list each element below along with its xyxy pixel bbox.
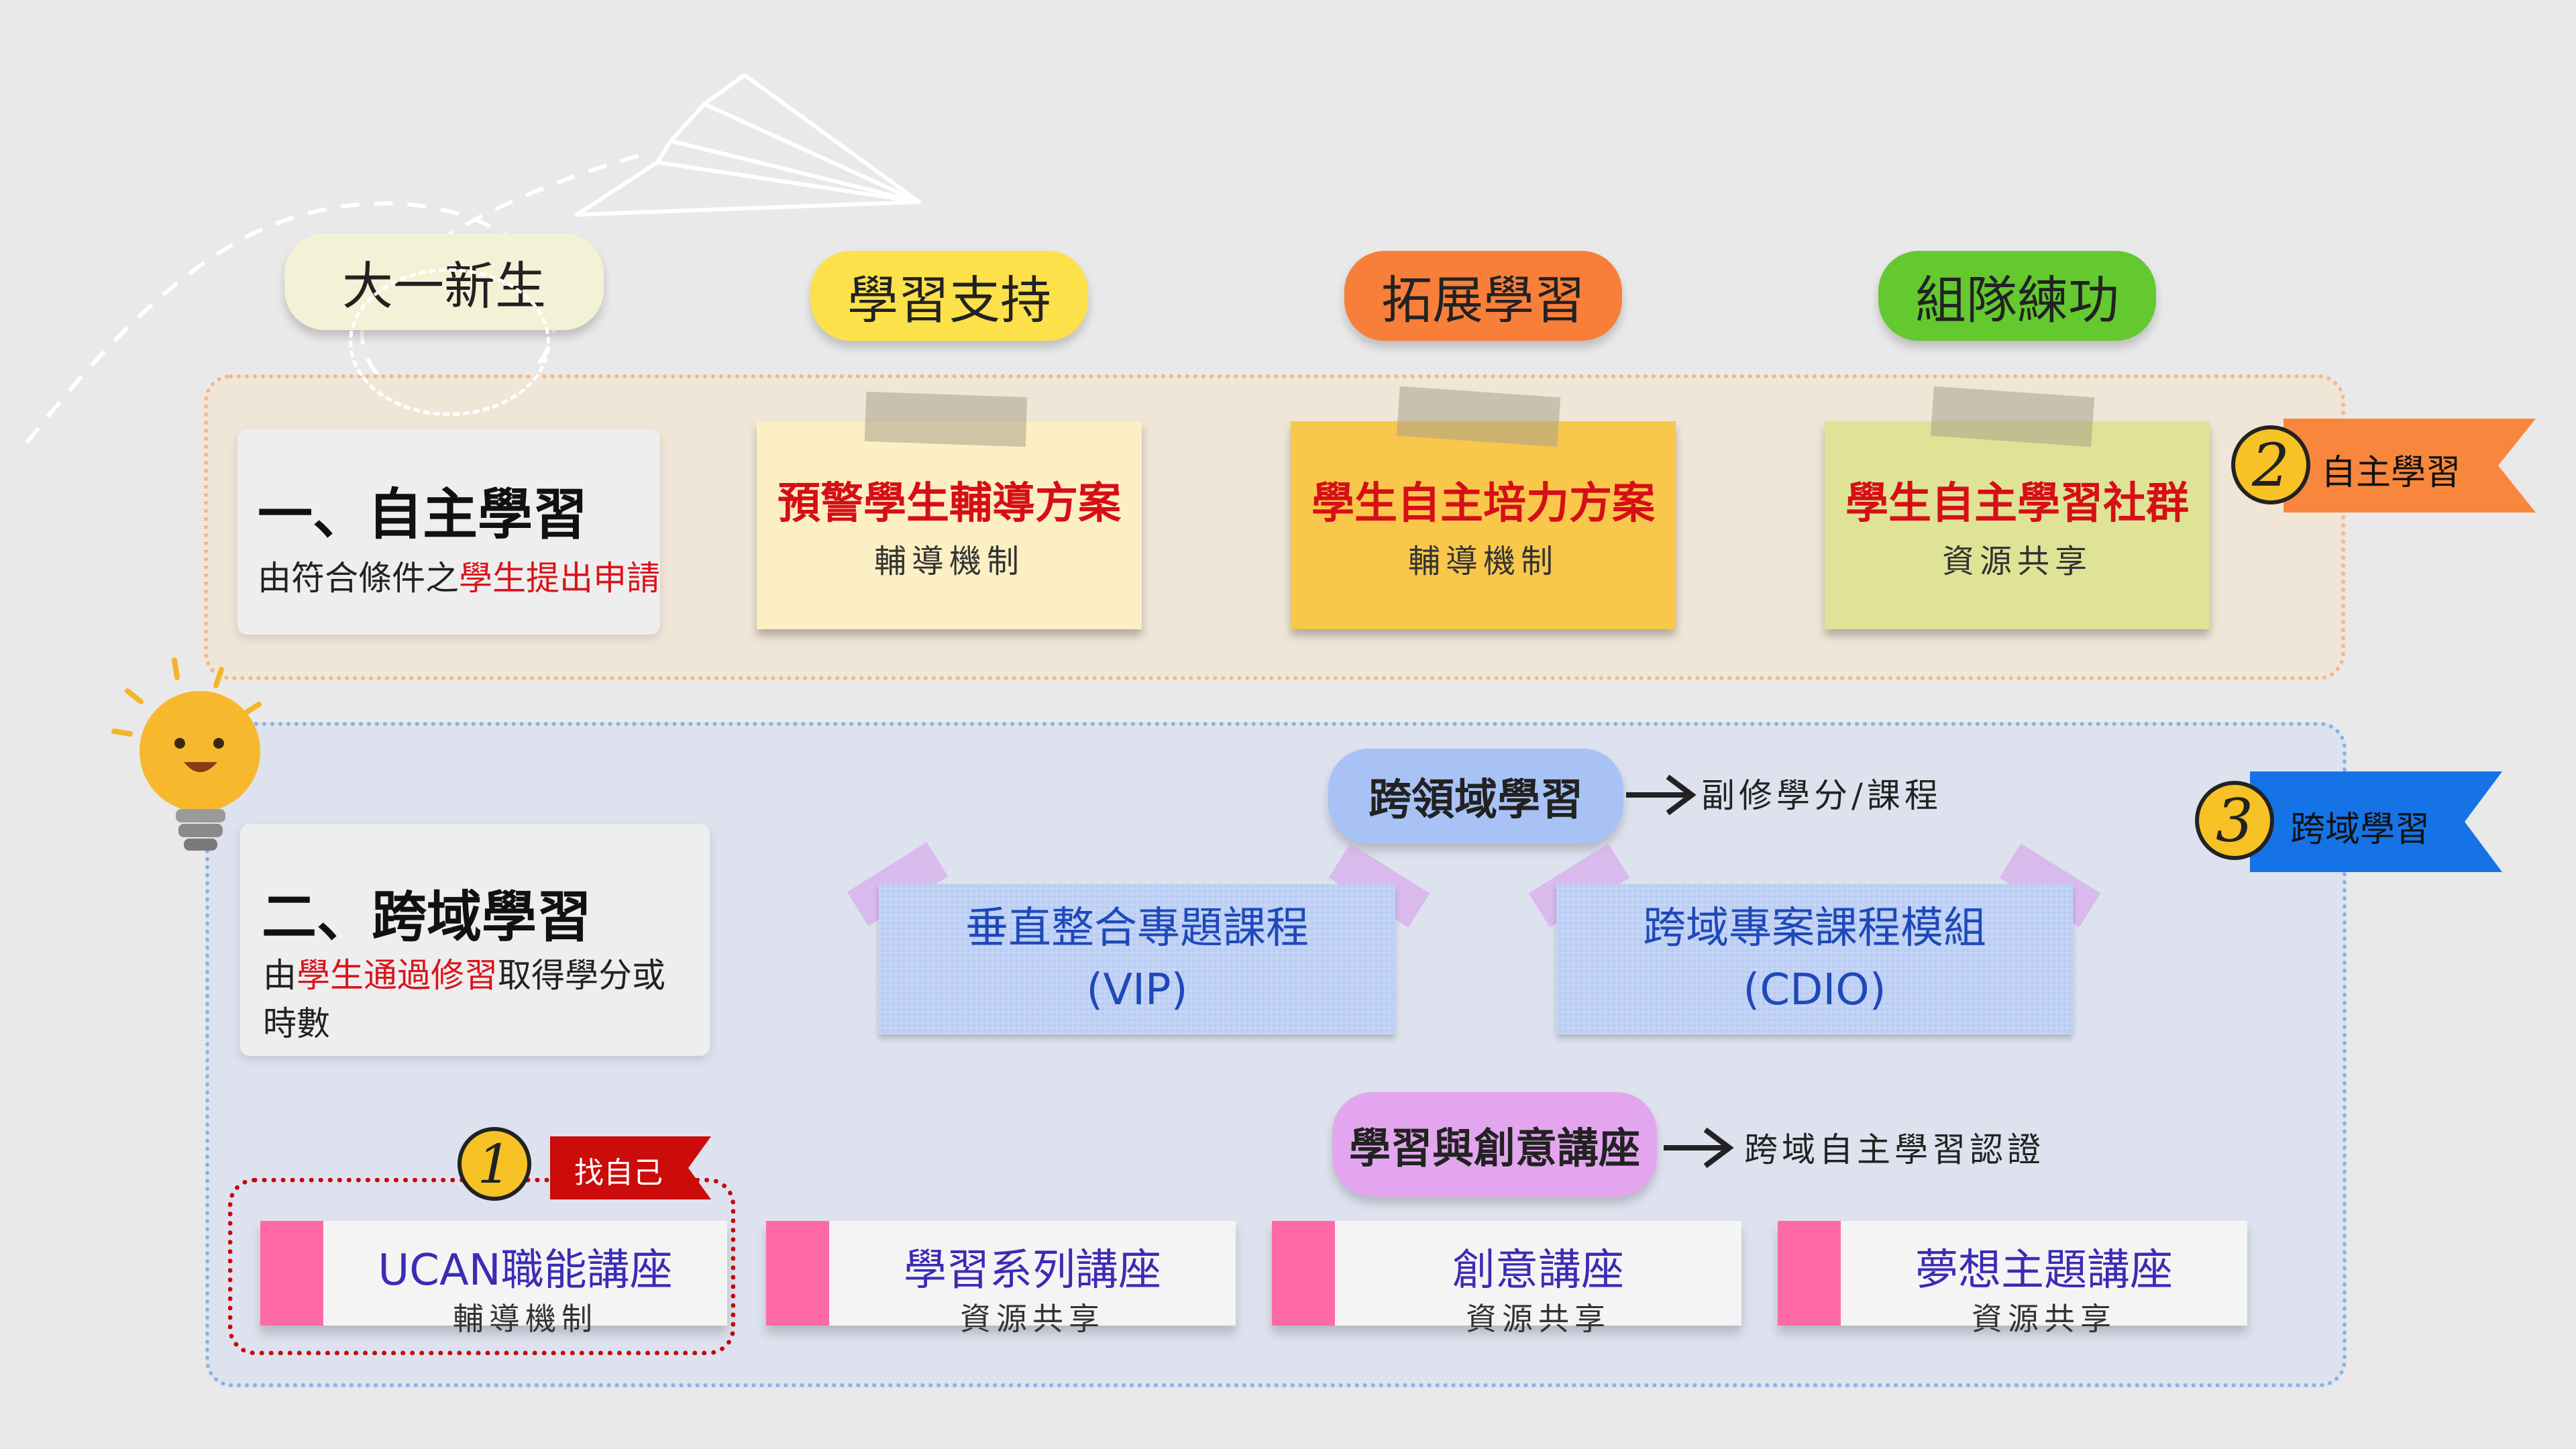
section2-desc: 由學生通過修習取得學分或時數 [263, 951, 692, 1048]
ribbon-shape [2250, 771, 2502, 872]
team-training-label: 組隊練功 [1915, 270, 2119, 330]
pink-accent-bar [260, 1221, 323, 1326]
team-training-pill[interactable]: 組隊練功 [1878, 251, 2156, 341]
dream-theme-lecture-card[interactable]: 夢想主題講座 資源共享 [1778, 1221, 2247, 1337]
section1-card: 一、自主學習 由符合條件之學生提出申請 [237, 429, 660, 635]
badge-label: 自主學習 [2321, 453, 2461, 493]
cross-domain-badge: 跨域學習 [2250, 771, 2502, 872]
section1-desc-prefix: 由符合條件之 [258, 559, 459, 598]
cross-domain-pill[interactable]: 跨領域學習 [1328, 749, 1623, 844]
number-2-icon: 2 [2231, 425, 2310, 504]
pink-accent-bar [1272, 1221, 1335, 1326]
lightbulb-icon [111, 657, 262, 851]
ribbon-shape [2284, 419, 2536, 513]
lecture-sub: 資源共享 [1972, 1301, 2116, 1337]
find-self-flag: 找自己 [550, 1136, 711, 1199]
cdio-course-title: 跨域專案課程模組 [1643, 904, 1986, 953]
lecture-sub: 資源共享 [1466, 1301, 1611, 1337]
note-title: 學生自主學習社群 [1845, 479, 2189, 529]
number-3-icon: 3 [2195, 781, 2274, 860]
cross-domain-pill-label: 跨領域學習 [1368, 775, 1583, 825]
learning-creative-lecture-pill[interactable]: 學習與創意講座 [1332, 1092, 1657, 1197]
autonomous-learning-badge: 自主學習 [2284, 419, 2536, 513]
lecture-sub: 資源共享 [960, 1301, 1105, 1337]
minor-credit-note: 副修學分/課程 [1701, 776, 1942, 815]
ribbon-shape [550, 1136, 711, 1199]
note-title: 學生自主培力方案 [1311, 479, 1655, 529]
learning-support-label: 學習支持 [847, 270, 1051, 330]
lecture-title: 學習系列講座 [904, 1246, 1161, 1295]
creative-lecture-card[interactable]: 創意講座 資源共享 [1272, 1221, 1741, 1337]
section2-title: 二、跨域學習 [262, 885, 592, 949]
note-warning-program[interactable]: 預警學生輔導方案 輔導機制 [757, 421, 1142, 629]
learning-series-lecture-card[interactable]: 學習系列講座 資源共享 [766, 1221, 1236, 1337]
lecture-title: 創意講座 [1452, 1246, 1624, 1295]
tape-strip [864, 391, 1028, 447]
dashed-circle-decoration [349, 268, 550, 416]
badge-label: 跨域學習 [2290, 810, 2430, 850]
note-sub: 輔導機制 [1407, 543, 1558, 580]
section2-desc-prefix: 由 [263, 956, 297, 995]
expand-learning-pill[interactable]: 拓展學習 [1344, 251, 1622, 341]
learning-support-pill[interactable]: 學習支持 [810, 251, 1088, 341]
note-sub: 資源共享 [1941, 543, 2092, 580]
learning-creative-lecture-label: 學習與創意講座 [1348, 1124, 1640, 1173]
note-self-empower-program[interactable]: 學生自主培力方案 輔導機制 [1291, 421, 1676, 629]
note-title: 預警學生輔導方案 [777, 479, 1121, 529]
ucan-lecture-card[interactable]: UCAN職能講座 輔導機制 [260, 1221, 727, 1337]
vip-course-card[interactable]: 垂直整合專題課程 (VIP) [879, 884, 1395, 1034]
vip-course-abbr: (VIP) [1086, 965, 1188, 1015]
note-self-learning-community[interactable]: 學生自主學習社群 資源共享 [1825, 421, 2210, 629]
section1-title: 一、自主學習 [258, 483, 588, 547]
section2-card: 二、跨域學習 由學生通過修習取得學分或時數 [240, 824, 710, 1056]
cdio-course-card[interactable]: 跨域專案課程模組 (CDIO) [1556, 884, 2073, 1034]
arrow-right-icon [1664, 1127, 1734, 1169]
pink-accent-bar [766, 1221, 829, 1326]
vip-course-title: 垂直整合專題課程 [965, 904, 1309, 953]
pink-accent-bar [1778, 1221, 1841, 1326]
arrow-right-icon [1626, 774, 1697, 816]
expand-learning-label: 拓展學習 [1381, 270, 1585, 330]
section2-desc-highlight: 學生通過修習 [297, 956, 498, 995]
find-self-label: 找自己 [574, 1156, 663, 1190]
cdio-course-abbr: (CDIO) [1743, 965, 1886, 1015]
section1-desc-highlight: 學生提出申請 [459, 559, 660, 598]
lecture-sub: 輔導機制 [453, 1301, 598, 1337]
lecture-title: 夢想主題講座 [1915, 1246, 2173, 1295]
section1-desc: 由符合條件之學生提出申請 [258, 554, 660, 602]
lecture-title: UCAN職能講座 [378, 1246, 673, 1295]
note-sub: 輔導機制 [873, 543, 1024, 580]
cross-domain-cert-note: 跨域自主學習認證 [1744, 1130, 2045, 1169]
number-1-icon: 1 [458, 1127, 531, 1201]
section2-desc-suffix: 取得學分或時數 [263, 956, 665, 1043]
